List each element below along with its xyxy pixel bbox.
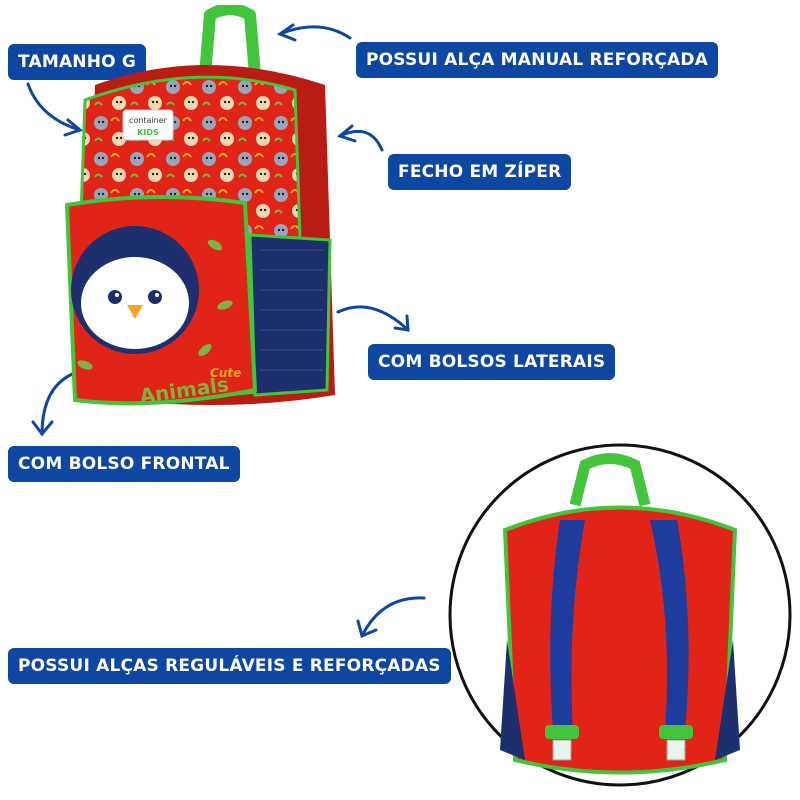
side-pockets-label: COM BOLSOS LATERAIS [368, 344, 616, 380]
right-strap [650, 520, 689, 732]
side-mesh-pocket [248, 233, 332, 397]
zipper-arrow-icon [338, 129, 384, 152]
print-text-cute: Cute [210, 366, 241, 380]
backpack-back-image [448, 443, 792, 787]
front-pocket-label: COM BOLSO FRONTAL [8, 446, 240, 482]
handle-arrow-icon [278, 25, 352, 40]
brand-sub-text: KIDS [137, 128, 159, 137]
top-handle [199, 5, 261, 76]
handle-label: POSSUI ALÇA MANUAL REFORÇADA [356, 42, 719, 78]
backpack-front-image: container KIDS Cute Animals [64, 5, 335, 408]
straps-label: POSSUI ALÇAS REGULÁVEIS E REFORÇADAS [8, 648, 451, 684]
size-label: TAMANHO G [8, 44, 147, 80]
brand-text: container [129, 116, 168, 125]
bag-back-body [502, 505, 738, 775]
side-pockets-arrow-icon [336, 305, 410, 332]
zipper-label: FECHO EM ZÍPER [388, 154, 572, 190]
left-strap [550, 520, 585, 732]
size-arrow-icon [26, 82, 82, 132]
straps-arrow-icon [360, 596, 426, 638]
